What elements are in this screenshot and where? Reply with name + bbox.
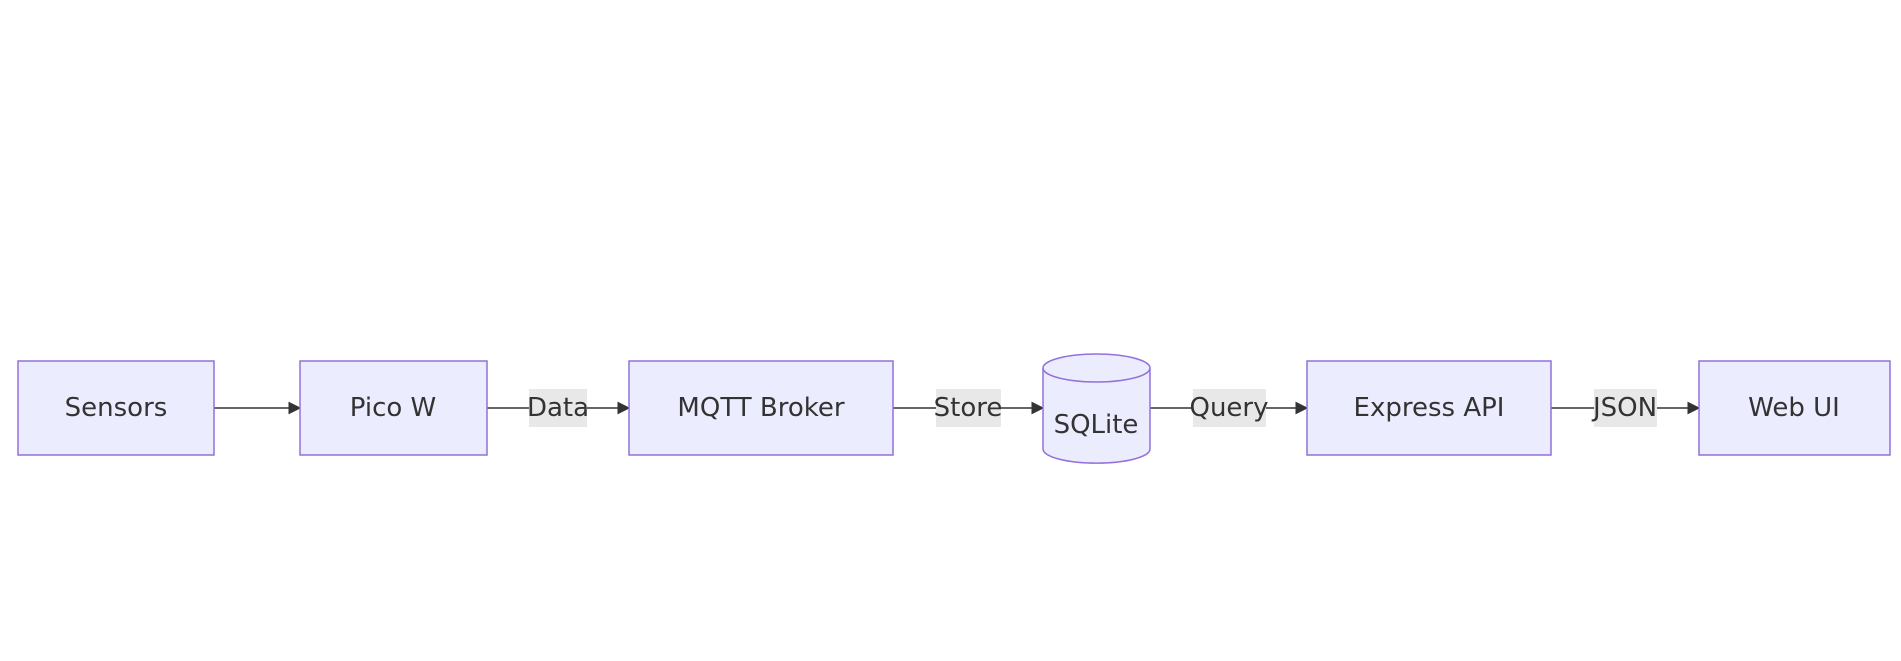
node-pico-w: Pico W bbox=[299, 360, 488, 456]
node-label-web-ui: Web UI bbox=[1748, 393, 1840, 423]
node-express-api: Express API bbox=[1306, 360, 1552, 456]
node-label-pico-w: Pico W bbox=[350, 393, 437, 423]
edge-label-background bbox=[529, 389, 587, 427]
edge-label-background bbox=[936, 389, 1001, 427]
edge-label-data: Data bbox=[527, 393, 589, 423]
node-label-sensors: Sensors bbox=[65, 393, 168, 423]
edge-label-query: Query bbox=[1189, 393, 1268, 423]
edge-express-webui: JSON bbox=[1551, 389, 1701, 427]
node-box bbox=[299, 360, 488, 456]
edge-mqtt-sqlite: Store bbox=[893, 389, 1045, 427]
node-label-express-api: Express API bbox=[1354, 393, 1505, 423]
node-sensors: Sensors bbox=[17, 360, 215, 456]
node-sqlite-cylinder: SQLite bbox=[1042, 353, 1151, 464]
edge-label-store: Store bbox=[934, 393, 1003, 423]
edge-pico-mqtt: Data bbox=[487, 389, 631, 427]
cylinder-top bbox=[1042, 353, 1151, 383]
node-box bbox=[1306, 360, 1552, 456]
node-box bbox=[1698, 360, 1891, 456]
node-mqtt-broker: MQTT Broker bbox=[628, 360, 894, 456]
node-box bbox=[628, 360, 894, 456]
nodes: Sensors Pico W MQTT Broker SQLite Expres… bbox=[17, 353, 1891, 464]
node-box bbox=[17, 360, 215, 456]
node-label-sqlite: SQLite bbox=[1054, 410, 1139, 440]
edge-sqlite-express: Query bbox=[1150, 389, 1309, 427]
edge-label-json: JSON bbox=[1591, 393, 1657, 423]
node-label-mqtt-broker: MQTT Broker bbox=[677, 393, 844, 423]
edges: Data Store Query JSON bbox=[214, 389, 1701, 427]
cylinder-body bbox=[1042, 368, 1151, 464]
edge-label-background bbox=[1594, 389, 1657, 427]
node-web-ui: Web UI bbox=[1698, 360, 1891, 456]
edge-label-background bbox=[1193, 389, 1266, 427]
